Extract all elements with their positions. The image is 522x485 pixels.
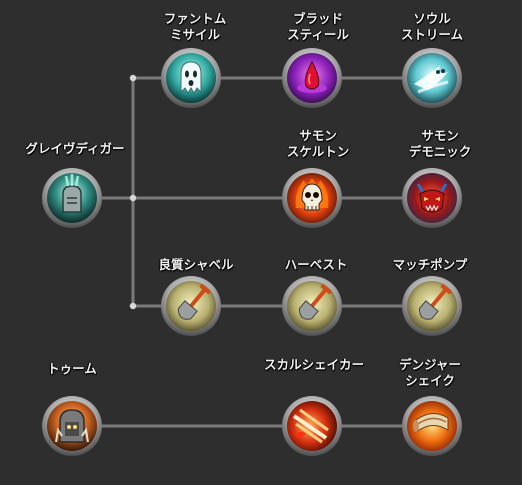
label-quality-shovel: 良質シャベル [141, 257, 251, 273]
skill-node-quality-shovel[interactable] [161, 276, 221, 336]
label-line: ハーベスト [284, 257, 348, 272]
skill-node-phantom-missile[interactable] [161, 48, 221, 108]
skill-node-grave-digger[interactable] [42, 168, 102, 228]
skill-node-tomb[interactable] [42, 396, 102, 456]
demon-face-icon [416, 183, 448, 213]
label-line: ソウル [413, 11, 451, 26]
label-harvest: ハーベスト [261, 257, 371, 273]
label-summon-demonic: サモン デモニック [385, 128, 495, 160]
label-phantom-missile: ファントム ミサイル [140, 11, 250, 43]
skill-node-harvest[interactable] [282, 276, 342, 336]
label-match-pump: マッチポンプ [375, 257, 485, 273]
skill-node-summon-demonic[interactable] [402, 168, 462, 228]
label-grave-digger: グレイヴディガー [20, 141, 130, 157]
label-line: サモン [299, 128, 337, 143]
label-line: トゥーム [47, 361, 97, 376]
burning-log-icon [413, 413, 449, 433]
skill-node-soul-stream[interactable] [402, 48, 462, 108]
branch-joints [129, 74, 137, 310]
shovel-icon [298, 284, 332, 320]
blood-drop-icon [297, 60, 327, 93]
label-line: ファントム [163, 11, 227, 26]
label-line: デンジャー [399, 357, 461, 372]
label-line: ストリーム [400, 27, 464, 42]
skill-node-match-pump[interactable] [402, 276, 462, 336]
fire-slash-icon [292, 408, 329, 444]
skill-node-danger-shake[interactable] [402, 396, 462, 456]
label-danger-shake: デンジャー シェイク [375, 357, 485, 389]
label-line: ブラッド [292, 11, 343, 26]
shovel-icon [177, 284, 211, 320]
soul-stream-icon [414, 66, 449, 94]
label-skull-shaker: スカルシェイカー [259, 357, 369, 373]
gravestone-icon [62, 174, 82, 213]
label-blood-steal: ブラッド スティール [263, 11, 373, 43]
label-line: シェイク [405, 373, 455, 388]
label-line: サモン [421, 128, 459, 143]
label-line: ミサイル [169, 27, 220, 42]
label-line: マッチポンプ [392, 257, 468, 272]
skill-node-summon-skeleton[interactable] [282, 168, 342, 228]
tomb-icon [55, 409, 89, 443]
label-tomb: トゥーム [17, 361, 127, 377]
label-line: 良質シャベル [158, 257, 234, 272]
skill-node-blood-steal[interactable] [282, 48, 342, 108]
ghost-icon [180, 61, 202, 94]
label-summon-skeleton: サモン スケルトン [263, 128, 373, 160]
shovel-icon [418, 284, 452, 320]
label-grave-digger-text: グレイヴディガー [25, 141, 125, 156]
label-line: スカルシェイカー [263, 357, 364, 372]
label-line: スティール [287, 27, 349, 42]
flaming-skull-icon [295, 178, 329, 211]
label-line: スケルトン [286, 144, 350, 159]
skill-node-skull-shaker[interactable] [282, 396, 342, 456]
label-soul-stream: ソウル ストリーム [377, 11, 487, 43]
label-line: デモニック [408, 144, 472, 159]
